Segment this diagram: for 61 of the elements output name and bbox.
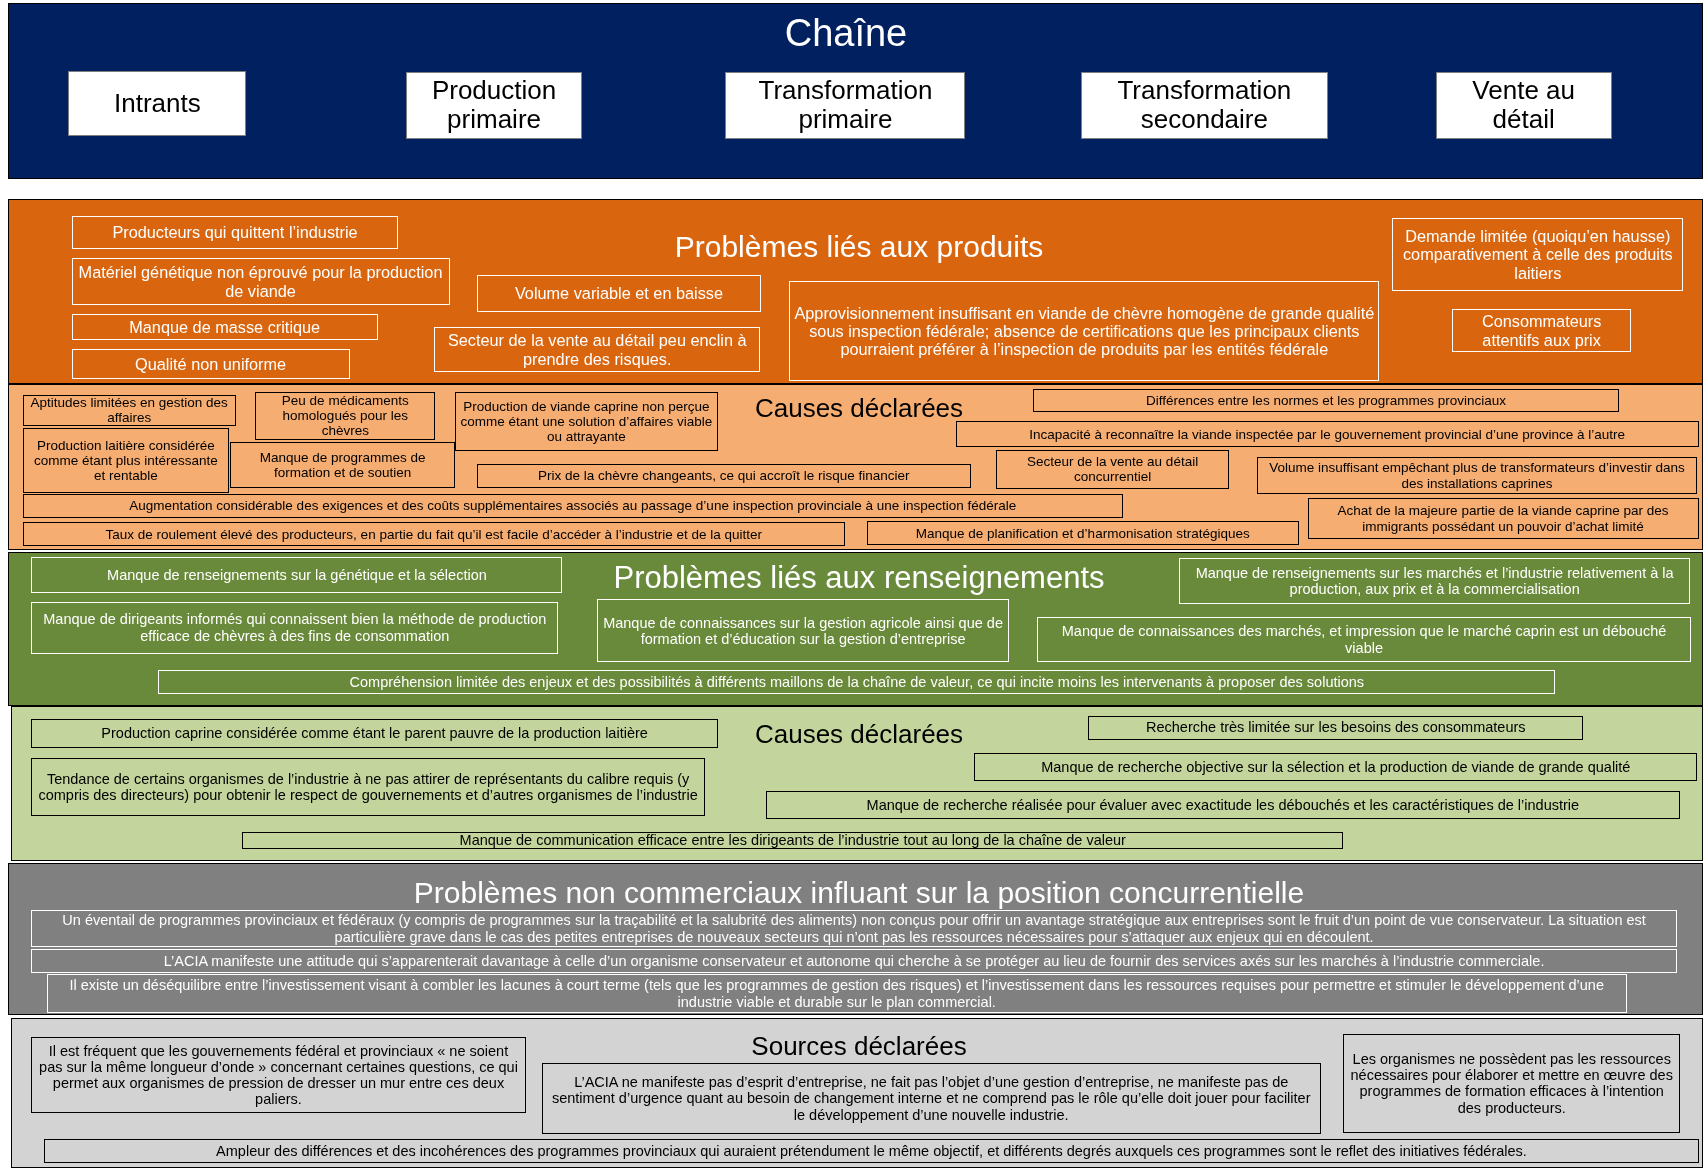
issue-box: Les organismes ne possèdent pas les ressources nécessaires pour élaborer et mettre en œuvre des programmes de formation efficaces à l’intention des producteurs.: [1343, 1033, 1681, 1133]
issue-box: Manque de planification et d’harmonisation stratégiques: [866, 521, 1299, 546]
issue-box: Manque de recherche réalisée pour évaluer avec exactitude les débouchés et les caractéristiques de l’industrie: [765, 790, 1681, 819]
issue-box: Demande limitée (quoiqu’en hausse) comparativement à celle des produits laitiers: [1392, 218, 1684, 291]
section-band: [10, 705, 1703, 862]
section-band: [7, 3, 1703, 180]
stage-box: Production primaire: [406, 71, 583, 139]
issue-box: Augmentation considérable des exigences et des coûts supplémentaires associés au passage d’une inspection provinciale à une inspection fédérale: [22, 494, 1123, 518]
issue-box: Manque de connaissances sur la gestion agricole ainsi que de formation et d’éducation sur la gestion d’entreprise: [597, 599, 1009, 663]
issue-box: Manque de programmes de formation et de soutien: [230, 441, 455, 488]
stage-box: Intrants: [68, 70, 247, 136]
issue-box: Production caprine considérée comme étant le parent pauvre de la production laitière: [31, 718, 718, 749]
stage-box: Vente au détail: [1435, 71, 1612, 139]
section-band: [7, 863, 1703, 1016]
issue-box: Production laitière considérée comme étant plus intéressante et rentable: [22, 427, 230, 493]
issue-box: Manque de dirigeants informés qui connaissent bien la méthode de production efficace de chèvres à des fins de consommation: [31, 601, 559, 654]
issue-box: Un éventail de programmes provinciaux et fédéraux (y compris de programmes sur la traçabilité et la salubrité des aliments) non conçus pour offrir un avantage stratégique aux entreprises sont le fruit d’un point de vue conservateur. La situation est particulière grave dans le cas des petites entreprises de nouveaux secteurs qui n’ont pas les ressources nécessaires pour s’attaquer aux enjeux qui en découlent.: [31, 910, 1677, 947]
issue-box: L’ACIA manifeste une attitude qui s’apparenterait davantage à celle d’un organisme conservateur et autonome qui cherche à se protéger au lieu de fournir des services axés sur les marchés à l’industrie commerciale.: [31, 949, 1677, 974]
issue-box: Incapacité à reconnaître la viande inspectée par le gouvernement provincial d’une province à l’autre: [955, 421, 1699, 448]
issue-box: Matériel génétique non éprouvé pour la production de viande: [71, 258, 450, 306]
section-heading: Problèmes non commerciaux influant sur la position concurrentielle: [413, 875, 1305, 909]
section-heading: Causes déclarées: [754, 719, 964, 749]
issue-box: Différences entre les normes et les programmes provinciaux: [1032, 388, 1620, 412]
issue-box: Aptitudes limitées en gestion des affaires: [22, 395, 236, 426]
issue-box: Compréhension limitée des enjeux et des possibilités à différents maillons de la chaîne de valeur, ce qui incite moins les intervenants à proposer des solutions: [158, 670, 1556, 694]
issue-box: Qualité non uniforme: [71, 348, 350, 379]
issue-box: Approvisionnement insuffisant en viande de chèvre homogène de grande qualité sous inspection fédérale; absence de certifications que les principaux clients pourraient préférer à l’inspection de produits par les entités fédérale: [789, 281, 1380, 382]
issue-box: Manque de communication efficace entre les dirigeants de l’industrie tout au long de la chaîne de valeur: [242, 831, 1344, 850]
issue-box: Manque de recherche objective sur la sélection et la production de viande de grande qualité: [974, 752, 1698, 781]
issue-box: Taux de roulement élevé des producteurs, en partie du fait qu’il est facile d’accéder à l’industrie et de la quitter: [22, 522, 845, 547]
section-band: [7, 198, 1703, 385]
issue-box: Consommateurs attentifs aux prix: [1452, 309, 1632, 352]
section-heading: Problèmes liés aux renseignements: [613, 560, 1105, 595]
issue-box: Tendance de certains organismes de l’industrie à ne pas attirer de représentants du calibre requis (y compris des directeurs) pour obtenir le respect de gouvernements et d’autres organismes de l’industrie: [31, 758, 705, 816]
issue-box: Ampleur des différences et des incohérences des programmes provinciaux qui auraient prétendument le même objectif, et différents degrés auxquels ces programmes sont le reflet des initiatives fédérales.: [44, 1139, 1699, 1164]
section-band: [7, 551, 1703, 706]
issue-box: Manque de renseignements sur la génétique et la sélection: [31, 557, 563, 593]
issue-box: Achat de la majeure partie de la viande caprine par des immigrants possédant un pouvoir d’achat limité: [1307, 498, 1699, 539]
issue-box: Producteurs qui quittent l’industrie: [71, 216, 399, 249]
issue-box: Secteur de la vente au détail concurrentiel: [995, 449, 1230, 489]
section-band: [7, 384, 1703, 550]
section-heading: Chaîne: [784, 12, 908, 55]
issue-box: Il existe un déséquilibre entre l’investissement visant à combler les lacunes à court terme (tels que les programmes de gestion des risques) et l’investissement dans les ressources requises pour permettre et stimuler le développement d’une industrie viable et durable sur le plan commercial.: [46, 974, 1627, 1014]
issue-box: Peu de médicaments homologués pour les chèvres: [255, 392, 436, 440]
section-heading: Causes déclarées: [754, 393, 964, 423]
issue-box: Manque de connaissances des marchés, et impression que le marché caprin est un débouché viable: [1037, 616, 1691, 663]
issue-box: Production de viande caprine non perçue comme étant une solution d’affaires viable ou attrayante: [454, 392, 718, 451]
issue-box: Volume variable et en baisse: [476, 274, 762, 312]
issue-box: Volume insuffisant empêchant plus de transformateurs d’investir dans des installations caprines: [1256, 457, 1698, 495]
section-heading: Problèmes liés aux produits: [674, 229, 1044, 263]
issue-box: Recherche très limitée sur les besoins des consommateurs: [1088, 715, 1584, 740]
issue-box: Secteur de la vente au détail peu enclin à prendre des risques.: [434, 326, 761, 373]
issue-box: L’ACIA ne manifeste pas d’esprit d’entreprise, ne fait pas l’objet d’une gestion d’entreprise, ne manifeste pas de sentiment d’urgence quant au besoin de changement interne et ne comprend pas le rôle qu’elle doit jouer pour faciliter le développement d’une nouvelle industrie.: [541, 1063, 1321, 1134]
issue-box: Manque de renseignements sur les marchés et l’industrie relativement à la production, aux prix et à la commercialisation: [1179, 558, 1690, 604]
issue-box: Prix de la chèvre changeants, ce qui accroît le risque financier: [476, 463, 971, 488]
issue-box: Manque de masse critique: [71, 313, 378, 340]
section-heading: Sources déclarées: [751, 1031, 967, 1061]
issue-box: Il est fréquent que les gouvernements fédéral et provinciaux « ne soient pas sur la même longueur d’onde » concernant certaines questions, ce qui permet aux organismes de pression de dresser un mur entre ces deux paliers.: [31, 1037, 526, 1114]
section-band: [10, 1017, 1703, 1168]
stage-box: Transformation secondaire: [1080, 71, 1329, 139]
stage-box: Transformation primaire: [725, 71, 966, 139]
